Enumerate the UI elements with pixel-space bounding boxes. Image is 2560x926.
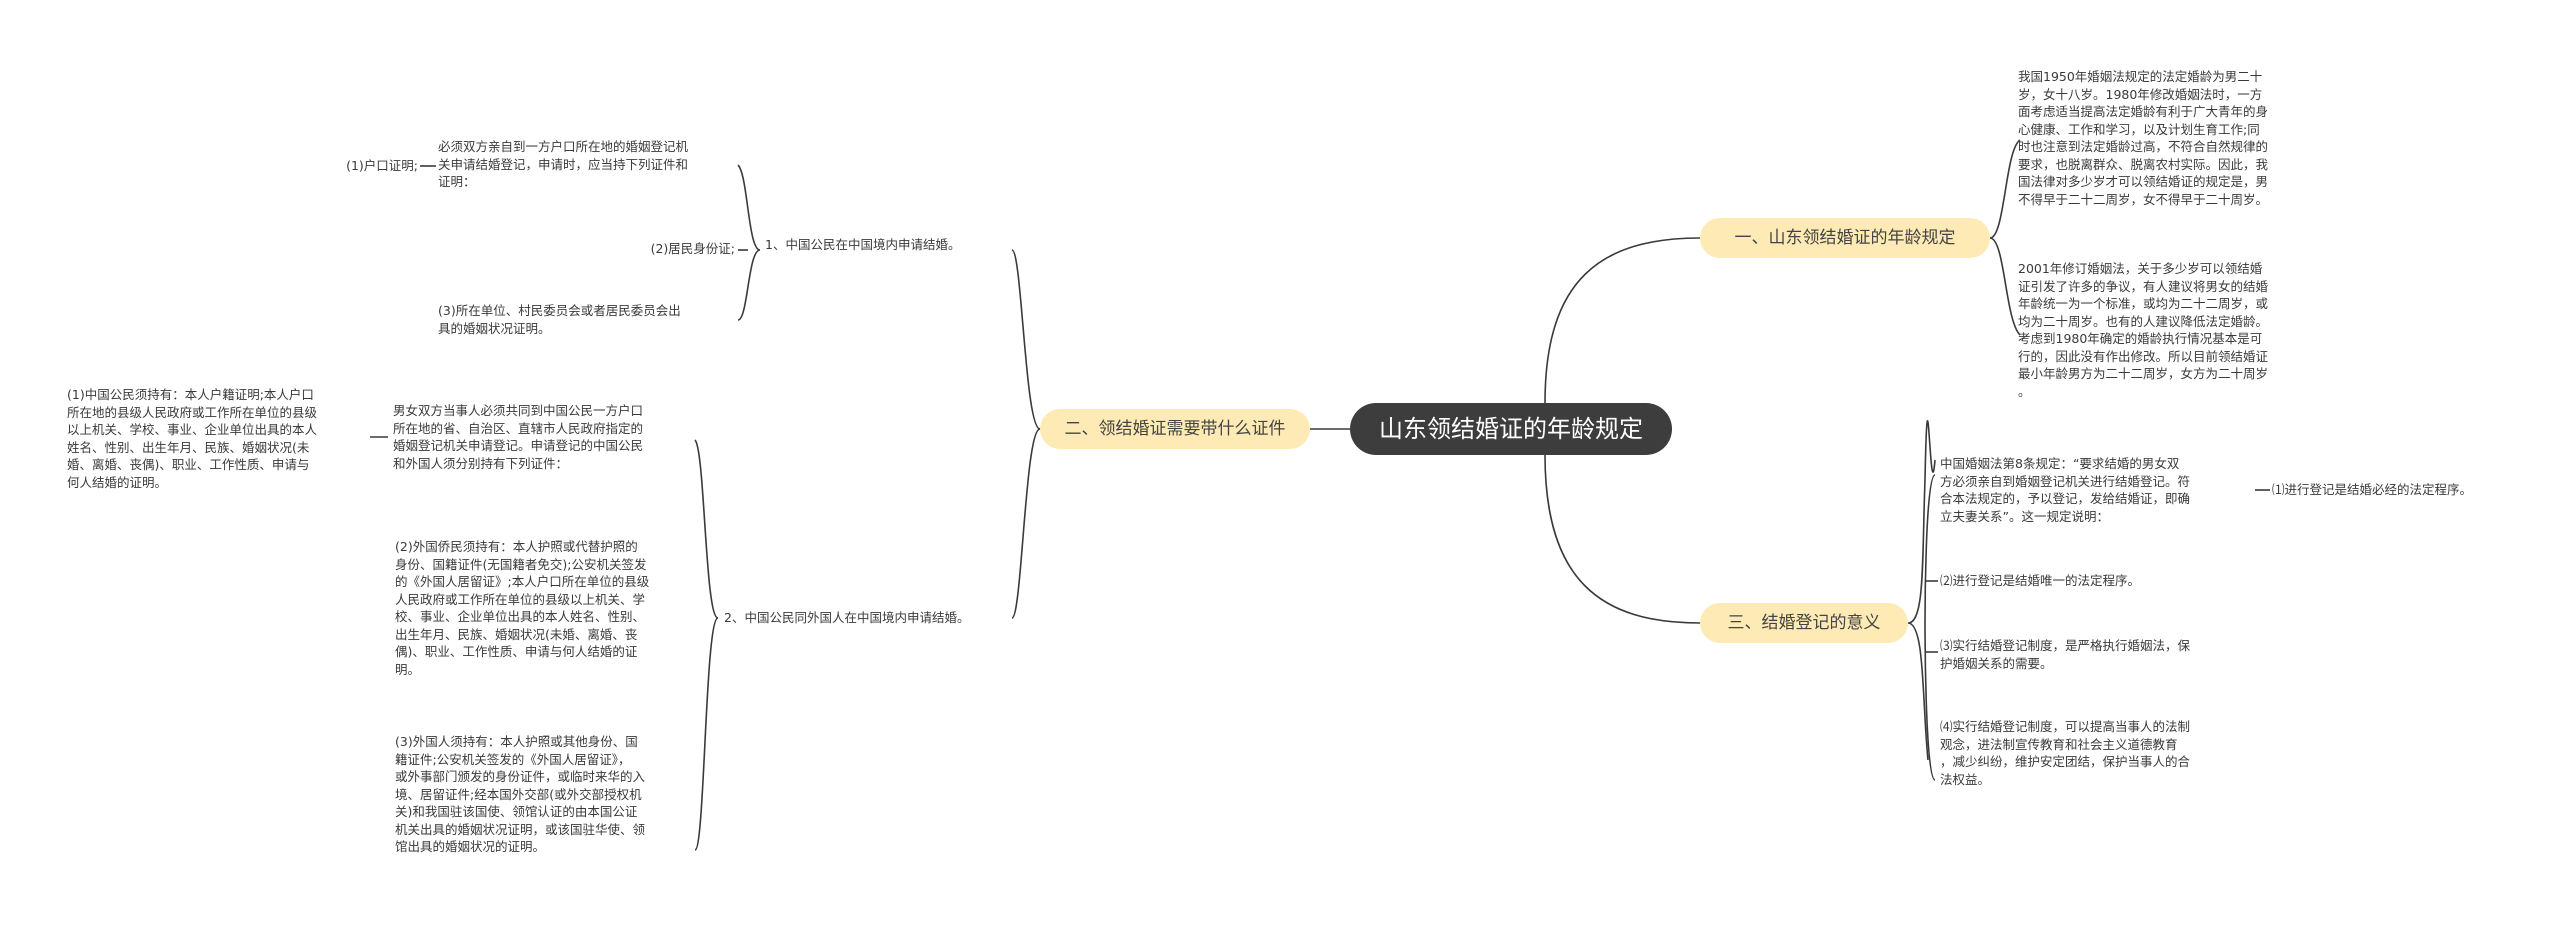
branch-age-rule[interactable]: 一、山东领结婚证的年龄规定 <box>1700 218 1990 258</box>
connector-root-b3 <box>1544 454 1701 624</box>
connector-b2-sub1 <box>1011 249 1041 430</box>
branch-documents[interactable]: 二、领结婚证需要带什么证件 <box>1040 409 1310 449</box>
age-rule-1950: 我国1950年婚姻法规定的法定婚龄为男二十 岁，女十八岁。1980年修改婚姻法时… <box>2018 69 2269 207</box>
connector-b1-children <box>1989 139 2021 336</box>
citizen-documents: (1)中国公民须持有：本人户籍证明;本人户口 所在地的县级人民政府或工作所在单位… <box>67 387 318 490</box>
connector-root-b1 <box>1544 237 1701 404</box>
overseas-chinese-documents: (2)外国侨民须持有：本人护照或代替护照的 身份、国籍证件(无国籍者免交);公安… <box>395 539 650 677</box>
registration-necessary: ⑴进行登记是结婚必经的法定程序。 <box>2272 482 2473 497</box>
connector-b3-spine <box>1924 474 1936 781</box>
marital-status-proof: (3)所在单位、村民委员会或者居民委员会出 具的婚姻状况证明。 <box>438 303 681 336</box>
root-topic[interactable]: 山东领结婚证的年龄规定 <box>1350 403 1672 455</box>
hukou-proof: (1)户口证明; <box>346 158 418 173</box>
foreigner-documents: (3)外国人须持有：本人护照或其他身份、国 籍证件;公安机关签发的《外国人居留证… <box>395 734 646 854</box>
foreign-intro: 男女双方当事人必须共同到中国公民一方户口 所在地的省、自治区、直辖市人民政府指定… <box>393 403 644 471</box>
connector-sub2-bracket <box>694 439 719 851</box>
connector-b2-sub2 <box>1011 428 1041 619</box>
registration-protect-marriage: ⑶实行结婚登记制度，是严格执行婚姻法，保 护婚姻关系的需要。 <box>1940 638 2191 671</box>
resident-id: (2)居民身份证; <box>650 241 735 256</box>
foreign-marriage-label: 2、中国公民同外国人在中国境内申请结婚。 <box>724 610 970 625</box>
registration-legal-awareness: ⑷实行结婚登记制度，可以提高当事人的法制 观念，进法制宣传教育和社会主义道德教育… <box>1940 719 2191 787</box>
domestic-intro: 必须双方亲自到一方户口所在地的婚姻登记机 关申请结婚登记，申请时，应当持下列证件… <box>438 139 689 189</box>
connector-sub1-bracket <box>737 164 761 321</box>
marriage-law-article-8: 中国婚姻法第8条规定：“要求结婚的男女双 方必须亲自到婚姻登记机关进行结婚登记。… <box>1940 456 2191 524</box>
domestic-marriage-label: 1、中国公民在中国境内申请结婚。 <box>765 237 961 252</box>
branch-registration-meaning[interactable]: 三、结婚登记的意义 <box>1700 603 1908 643</box>
age-rule-2001: 2001年修订婚姻法，关于多少岁可以领结婚 证引发了许多的争议，有人建议将男女的… <box>2018 261 2269 399</box>
registration-only-procedure: ⑵进行登记是结婚唯一的法定程序。 <box>1940 573 2141 588</box>
connector-b3-bracket <box>1907 420 1936 761</box>
